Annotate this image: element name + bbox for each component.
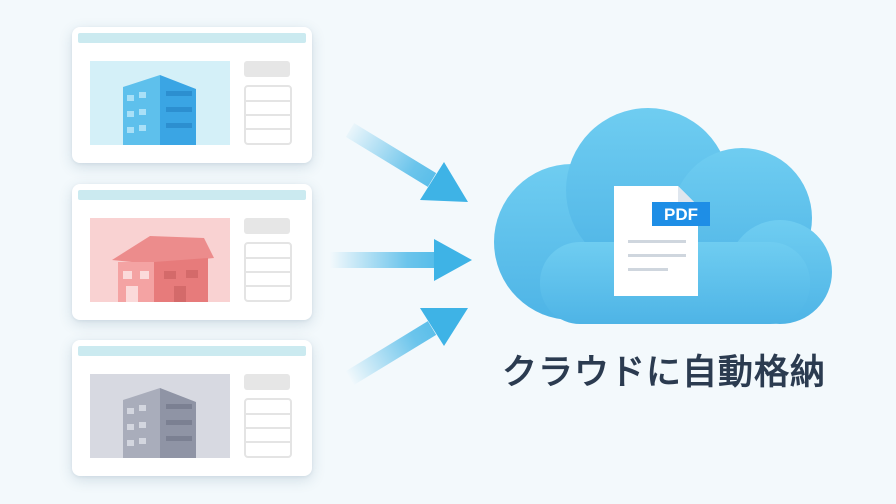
arrow-middle-icon: [330, 239, 472, 281]
pdf-document-icon: PDF: [614, 186, 710, 296]
blue-building-card: [72, 27, 312, 163]
pdf-badge-label: PDF: [664, 205, 698, 224]
gray-building-card: [72, 340, 312, 476]
card-header-bar: [78, 190, 306, 200]
card-header-bar: [78, 33, 306, 43]
red-house-card: [72, 184, 312, 320]
card-list-placeholder: [244, 85, 292, 145]
pdf-badge: [652, 202, 710, 226]
arrow-bottom-icon: [345, 308, 468, 385]
cloud-icon: PDF: [494, 108, 832, 324]
card-label-placeholder: [244, 218, 290, 234]
flow-arrows: [330, 123, 472, 385]
card-label-placeholder: [244, 61, 290, 77]
card-header-bar: [78, 346, 306, 356]
caption-text: クラウドに自動格納: [501, 353, 826, 393]
arrow-top-icon: [345, 123, 468, 202]
blue-building-icon: [90, 61, 230, 145]
card-list-placeholder: [244, 242, 292, 302]
card-label-placeholder: [244, 374, 290, 390]
red-house-icon: [90, 218, 230, 302]
gray-building-icon: [90, 374, 230, 458]
card-list-placeholder: [244, 398, 292, 458]
